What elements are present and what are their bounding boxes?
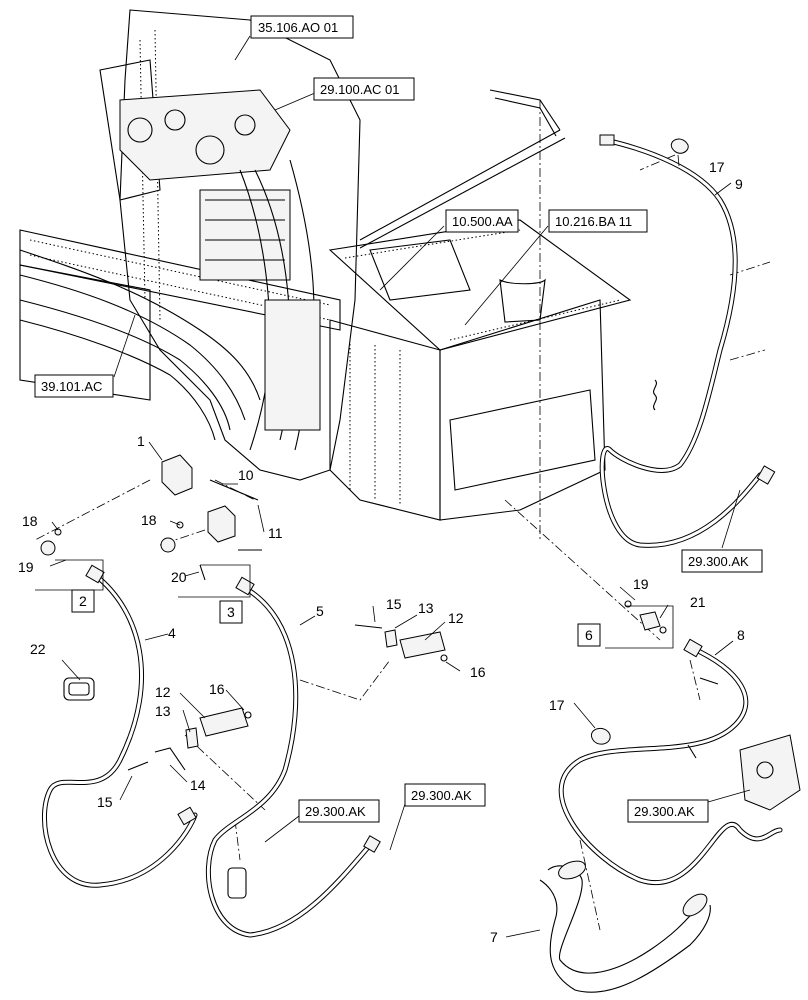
callout-12-lower: 12	[155, 684, 171, 700]
group-box-2[interactable]: 2	[71, 589, 95, 613]
callout-17-lower: 17	[549, 697, 565, 713]
callout-22: 22	[30, 641, 46, 657]
group-boxes: 2 3 6	[71, 589, 601, 647]
callout-12-upper: 12	[448, 610, 464, 626]
ref-box-35-106-ao-01[interactable]: 35.106.AO 01	[250, 15, 354, 39]
callout-16-lower: 16	[209, 681, 225, 697]
ref-box-10-500-aa[interactable]: 10.500.AA	[445, 209, 519, 233]
svg-text:10.500.AA: 10.500.AA	[452, 214, 513, 229]
svg-text:39.101.AC: 39.101.AC	[41, 379, 102, 394]
hose-9	[599, 137, 763, 548]
svg-text:29.100.AC 01: 29.100.AC 01	[320, 82, 400, 97]
svg-text:3: 3	[227, 604, 235, 620]
ref-box-29-300-ak-right[interactable]: 29.300.AK	[681, 549, 763, 573]
svg-text:29.300.AK: 29.300.AK	[305, 804, 366, 819]
callout-21: 21	[690, 594, 706, 610]
svg-text:29.300.AK: 29.300.AK	[688, 554, 749, 569]
group-box-6[interactable]: 6	[577, 623, 601, 647]
callout-16-upper: 16	[470, 664, 486, 680]
hose-4	[41, 572, 198, 888]
svg-text:6: 6	[585, 627, 593, 643]
callout-19-right: 19	[633, 576, 649, 592]
hose-5	[206, 585, 373, 938]
hose-assemblies	[41, 134, 783, 938]
callout-4: 4	[168, 625, 176, 641]
callout-15-lower: 15	[97, 794, 113, 810]
ref-box-29-100-ac-01[interactable]: 29.100.AC 01	[313, 77, 415, 101]
callout-15-upper: 15	[386, 596, 402, 612]
callout-18-left: 18	[22, 513, 38, 529]
callout-8: 8	[737, 627, 745, 643]
assembly-centerlines	[34, 100, 771, 931]
ref-box-29-300-ak-lower-mid[interactable]: 29.300.AK	[404, 783, 486, 807]
group-box-3[interactable]: 3	[219, 600, 243, 624]
callout-11: 11	[268, 525, 283, 541]
callout-19-left: 19	[18, 559, 34, 575]
callout-13-lower: 13	[155, 703, 171, 719]
callout-9: 9	[735, 176, 743, 192]
callout-20: 20	[171, 569, 187, 585]
callout-5: 5	[316, 603, 324, 619]
machine-assembly-illustration	[19, 9, 632, 521]
ref-box-39-101-ac[interactable]: 39.101.AC	[34, 374, 114, 398]
callout-7: 7	[490, 929, 498, 945]
ref-box-29-300-ak-lower-left[interactable]: 29.300.AK	[298, 799, 380, 823]
callout-13-upper: 13	[418, 600, 434, 616]
ref-box-10-216-ba-11[interactable]: 10.216.BA 11	[548, 209, 648, 233]
svg-text:29.300.AK: 29.300.AK	[634, 804, 695, 819]
ref-box-29-300-ak-lower-right[interactable]: 29.300.AK	[627, 799, 709, 823]
leader-lines	[35, 35, 751, 938]
svg-text:2: 2	[79, 593, 87, 609]
svg-text:35.106.AO 01: 35.106.AO 01	[258, 20, 338, 35]
reference-boxes: 35.106.AO 01 29.100.AC 01 10.500.AA 10.2…	[34, 15, 763, 823]
callout-18-mid: 18	[141, 512, 157, 528]
callout-17-upper: 17	[709, 159, 725, 175]
part-number-callouts: 1 10 11 18 19 18 20 2 3 4 5 15 13 12 16 …	[18, 159, 745, 945]
callout-1: 1	[137, 433, 145, 449]
callout-14: 14	[190, 777, 206, 793]
svg-text:10.216.BA 11: 10.216.BA 11	[555, 214, 632, 229]
callout-10: 10	[238, 467, 254, 483]
svg-text:29.300.AK: 29.300.AK	[411, 788, 472, 803]
